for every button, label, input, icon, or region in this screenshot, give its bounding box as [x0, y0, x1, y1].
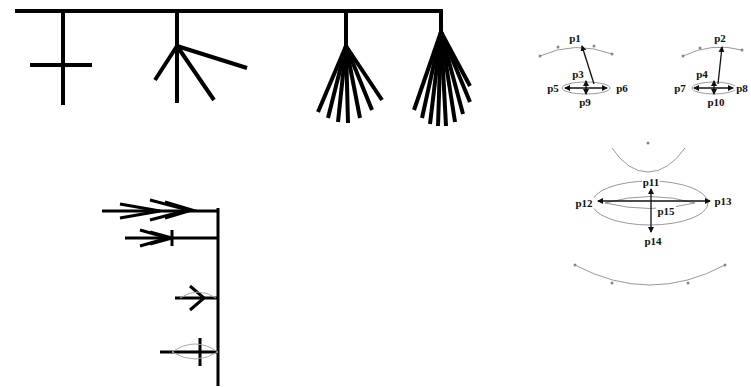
faint-eye: [172, 292, 218, 359]
point-label: p2: [713, 32, 727, 44]
measure-arrows: [565, 46, 733, 232]
arrow-figures: [102, 200, 218, 386]
point-label: p14: [643, 235, 662, 247]
point-label: p13: [713, 195, 732, 207]
point-label: p15: [656, 205, 675, 217]
point-label: p7: [673, 82, 687, 94]
point-label: p3: [571, 68, 585, 80]
point-label: p1: [568, 32, 582, 44]
face-landmarks: [540, 47, 742, 285]
point-label: p10: [706, 96, 725, 108]
landmark-dots: [539, 45, 744, 285]
point-label: p12: [574, 197, 593, 209]
point-label: p11: [642, 176, 661, 188]
point-label: p4: [695, 68, 709, 80]
point-label: p6: [615, 82, 629, 94]
point-label: p5: [546, 82, 560, 94]
point-label: p8: [735, 82, 749, 94]
point-label: p9: [578, 96, 592, 108]
brush-figures: [15, 11, 470, 126]
